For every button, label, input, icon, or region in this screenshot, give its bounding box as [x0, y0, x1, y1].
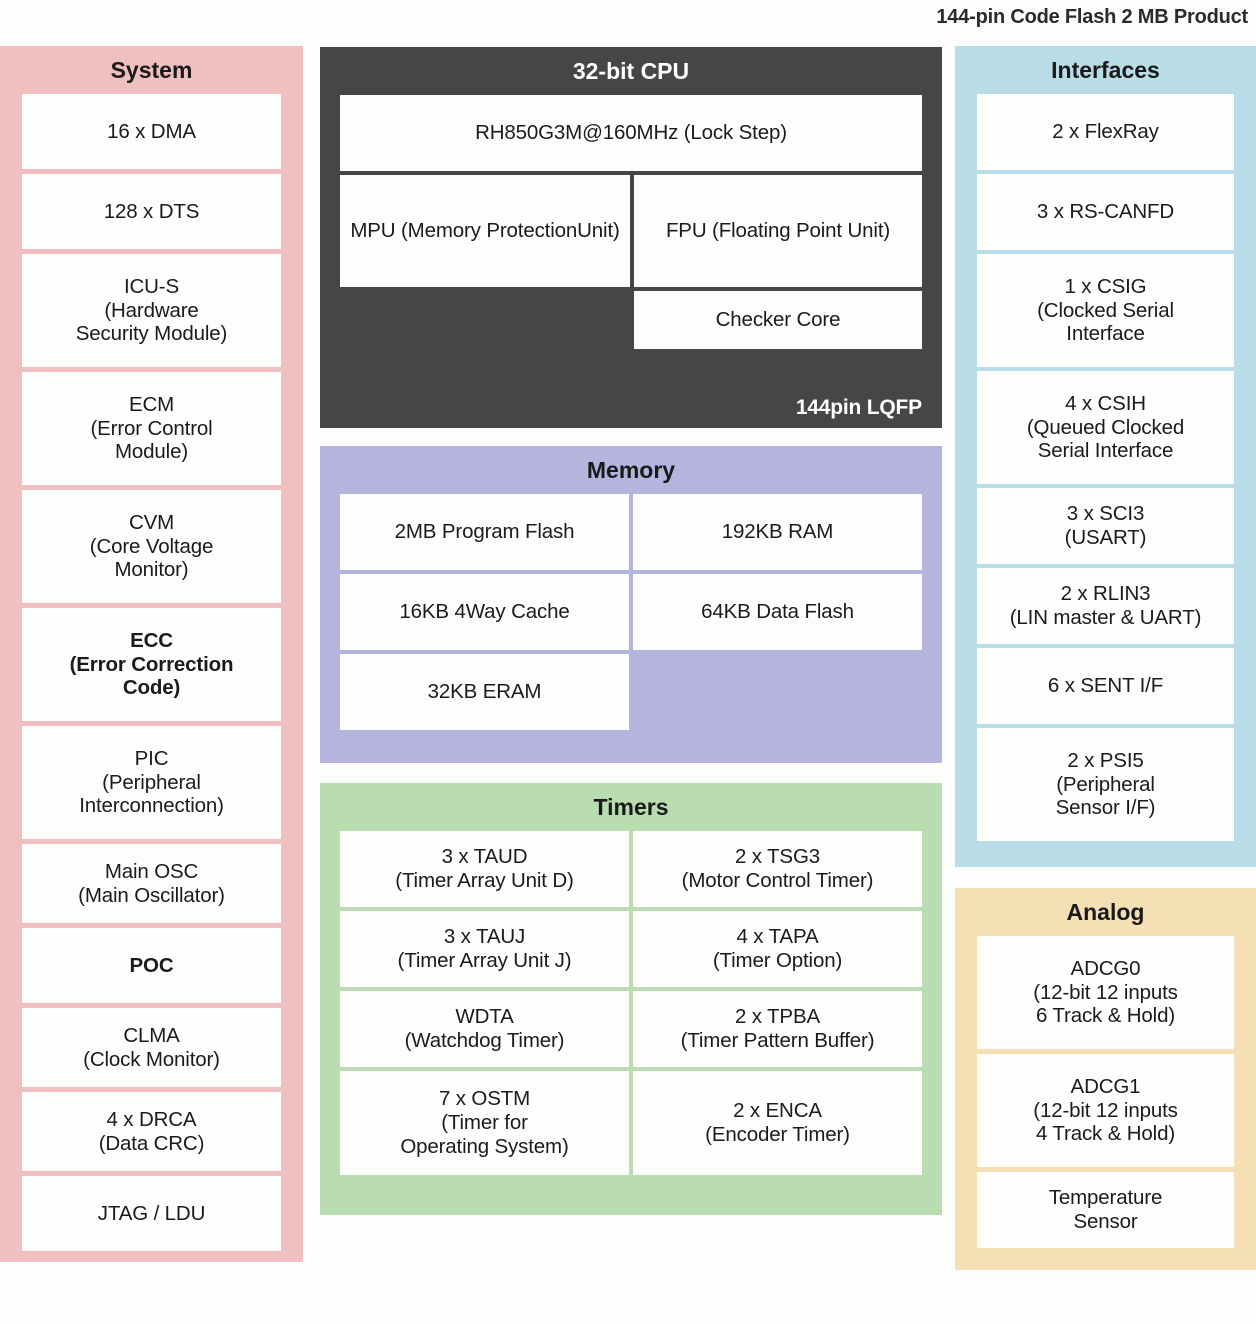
- cpu-fpu-box: FPU (Floating Point Unit): [634, 175, 922, 287]
- cpu-core-box: RH850G3M@160MHz (Lock Step): [340, 95, 922, 171]
- interfaces-item: 2 x RLIN3(LIN master & UART): [977, 568, 1234, 644]
- cpu-mpu-box: MPU (Memory ProtectionUnit): [340, 175, 630, 287]
- analog-panel-title: Analog: [1066, 899, 1145, 925]
- cpu-right-column: FPU (Floating Point Unit) Checker Core: [634, 175, 922, 349]
- memory-item: 2MB Program Flash: [340, 494, 629, 570]
- timers-item: WDTA(Watchdog Timer): [340, 991, 629, 1067]
- interfaces-item: 6 x SENT I/F: [977, 648, 1234, 724]
- interfaces-item: 3 x SCI3(USART): [977, 488, 1234, 564]
- cpu-panel-title: 32-bit CPU: [572, 58, 690, 84]
- cpu-checker-core-box: Checker Core: [634, 291, 922, 349]
- memory-item: 192KB RAM: [633, 494, 922, 570]
- memory-panel-title: Memory: [586, 457, 676, 483]
- system-item: Main OSC(Main Oscillator): [22, 844, 281, 923]
- timers-row: 3 x TAUD(Timer Array Unit D)2 x TSG3(Mot…: [340, 831, 922, 907]
- cpu-panel: 32-bit CPU RH850G3M@160MHz (Lock Step) M…: [320, 47, 942, 428]
- cpu-package-label: 144pin LQFP: [795, 396, 922, 419]
- timers-item: 2 x TSG3(Motor Control Timer): [633, 831, 922, 907]
- memory-item: 64KB Data Flash: [633, 574, 922, 650]
- system-item: CLMA(Clock Monitor): [22, 1008, 281, 1087]
- interfaces-item: 2 x FlexRay: [977, 94, 1234, 170]
- timers-panel: Timers 3 x TAUD(Timer Array Unit D)2 x T…: [320, 783, 942, 1215]
- system-item: 16 x DMA: [22, 94, 281, 169]
- system-item: 128 x DTS: [22, 174, 281, 249]
- cpu-inner: RH850G3M@160MHz (Lock Step) MPU (Memory …: [320, 95, 942, 349]
- timers-item: 3 x TAUJ(Timer Array Unit J): [340, 911, 629, 987]
- timers-row: 3 x TAUJ(Timer Array Unit J)4 x TAPA(Tim…: [340, 911, 922, 987]
- timers-grid: 3 x TAUD(Timer Array Unit D)2 x TSG3(Mot…: [320, 831, 942, 1175]
- timers-row: WDTA(Watchdog Timer)2 x TPBA(Timer Patte…: [340, 991, 922, 1067]
- system-item: 4 x DRCA(Data CRC): [22, 1092, 281, 1171]
- diagram-title: 144-pin Code Flash 2 MB Product: [936, 6, 1248, 28]
- memory-item: 16KB 4Way Cache: [340, 574, 629, 650]
- timers-item: 3 x TAUD(Timer Array Unit D): [340, 831, 629, 907]
- system-item: POC: [22, 928, 281, 1003]
- timers-panel-title: Timers: [593, 794, 669, 820]
- interfaces-item: 3 x RS-CANFD: [977, 174, 1234, 250]
- interfaces-panel-title: Interfaces: [1051, 57, 1160, 83]
- timers-item: 2 x ENCA(Encoder Timer): [633, 1071, 922, 1175]
- memory-item: 32KB ERAM: [340, 654, 629, 730]
- memory-row: 32KB ERAM: [340, 654, 922, 730]
- system-panel-title: System: [110, 57, 193, 83]
- timers-item: 4 x TAPA(Timer Option): [633, 911, 922, 987]
- system-item: JTAG / LDU: [22, 1176, 281, 1251]
- timers-item: 2 x TPBA(Timer Pattern Buffer): [633, 991, 922, 1067]
- cpu-units-row: MPU (Memory ProtectionUnit) FPU (Floatin…: [340, 175, 922, 349]
